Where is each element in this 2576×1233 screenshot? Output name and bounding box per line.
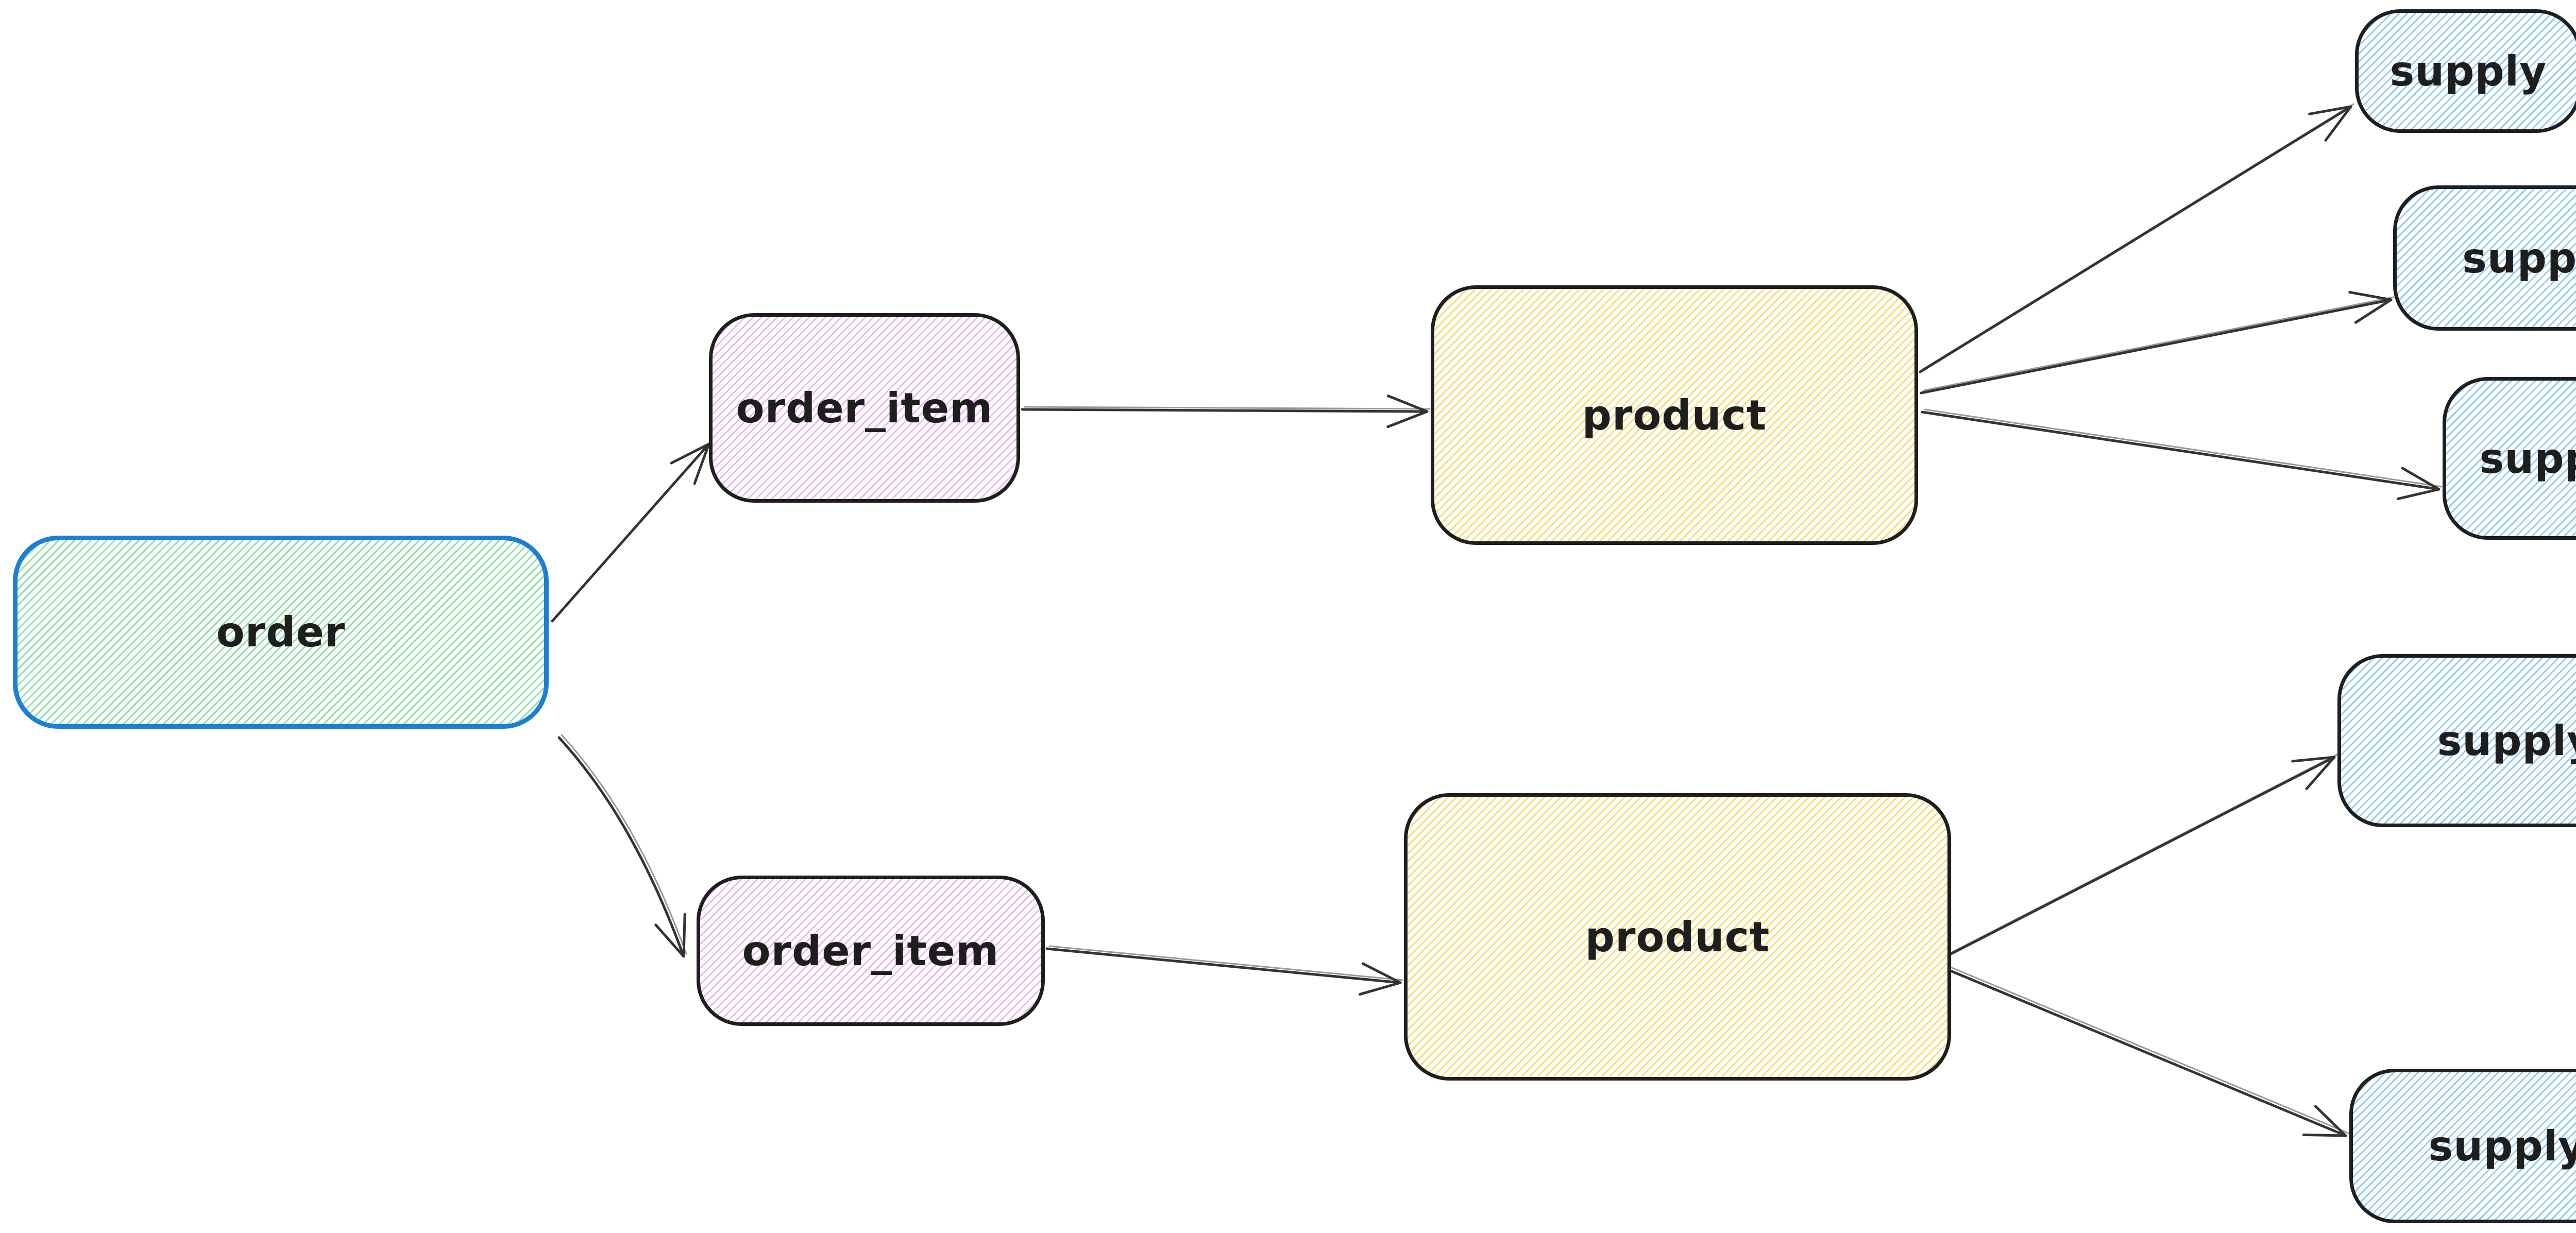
node-label: product xyxy=(1585,913,1770,961)
node-label: supply xyxy=(2479,434,2576,483)
node-label: supply xyxy=(2428,1122,2576,1170)
node-order_item_bottom[interactable]: order_item xyxy=(697,876,1045,1026)
edge-product_top-to-supply_3[interactable] xyxy=(1921,408,2443,500)
edge-product_bottom-to-supply_4[interactable] xyxy=(1948,754,2338,956)
node-label: supply xyxy=(2462,234,2576,282)
edge-product_top-to-supply_2[interactable] xyxy=(1920,290,2395,395)
node-product_bottom[interactable]: product xyxy=(1404,793,1951,1081)
edge-order_item_top-to-product_top[interactable] xyxy=(1021,395,1431,429)
node-supply_5[interactable]: supply xyxy=(2349,1069,2576,1223)
node-label: order_item xyxy=(742,927,999,975)
node-label: supply xyxy=(2389,47,2547,95)
edge-product_bottom-to-supply_5[interactable] xyxy=(1933,961,2349,1137)
node-label: supply xyxy=(2437,716,2576,765)
edge-order-to-order_item_bottom[interactable] xyxy=(557,734,687,958)
node-label: product xyxy=(1582,391,1767,439)
node-order[interactable]: order xyxy=(13,536,549,729)
node-label: order_item xyxy=(736,384,993,432)
node-product_top[interactable]: product xyxy=(1431,285,1918,545)
node-supply_3[interactable]: supply xyxy=(2443,377,2576,540)
edge-product_top-to-supply_1[interactable] xyxy=(1919,103,2354,373)
node-order_item_top[interactable]: order_item xyxy=(709,313,1020,503)
node-supply_1[interactable]: supply xyxy=(2355,9,2576,133)
node-supply_4[interactable]: supply xyxy=(2337,654,2576,827)
node-label: order xyxy=(216,608,346,656)
edge-order-to-order_item_top[interactable] xyxy=(551,440,713,623)
edge-order_item_bottom-to-product_bottom[interactable] xyxy=(1045,945,1404,996)
node-supply_2[interactable]: supply xyxy=(2393,185,2576,331)
